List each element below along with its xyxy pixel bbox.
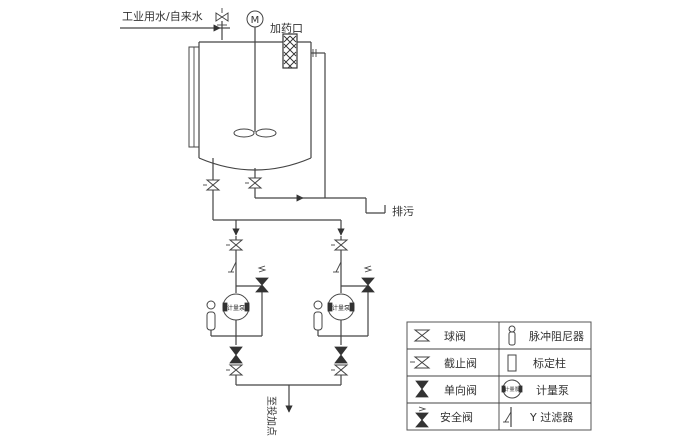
- pump-branch-1: 计量泵: [206, 220, 269, 385]
- legend-ball-valve-icon: [413, 329, 431, 342]
- legend: 球阀 脉冲阻尼器 截止阀 标定柱 单向阀 计量泵: [406, 321, 592, 431]
- branch2-pulse-damper-icon: [313, 300, 323, 331]
- inlet-ball-valve-icon: [215, 8, 229, 26]
- branch1-safety-valve-icon: [255, 265, 269, 293]
- legend-label-check-valve: 单向阀: [444, 383, 477, 397]
- to-dosing-point-label: 至投加点: [265, 396, 278, 436]
- legend-check-valve-icon: [415, 380, 429, 398]
- dosing-port-label: 加药口: [270, 22, 303, 35]
- branch1-metering-pump-icon: 计量泵: [222, 293, 250, 321]
- branch2-ball-valve-icon: [331, 239, 349, 251]
- branch2-safety-valve-icon: [361, 265, 375, 293]
- legend-metering-pump-icon: 计量泵: [501, 379, 523, 399]
- water-inlet-label: 工业用水/自来水: [122, 10, 203, 23]
- water-inlet-line: [120, 24, 230, 40]
- drain-line: [255, 194, 386, 214]
- legend-label-stop-valve: 截止阀: [444, 356, 477, 370]
- branch1-y-strainer-icon: [228, 256, 237, 278]
- legend-label-y-strainer: Y 过滤器: [529, 411, 573, 424]
- legend-pulse-damper-icon: [508, 325, 516, 346]
- drain-label: 排污: [392, 204, 414, 218]
- legend-stop-valve-icon: [410, 356, 431, 369]
- branch2-outlet-ball-valve-icon: [331, 364, 349, 376]
- agitator-impeller: [233, 128, 277, 138]
- svg-text:计量泵: 计量泵: [332, 304, 350, 312]
- overflow-line: [311, 49, 326, 198]
- motor: M: [246, 10, 264, 28]
- branch1-check-valve-icon: [229, 346, 243, 364]
- tank-outlet-ball-valve-icon: [203, 158, 221, 220]
- branch2-y-strainer-icon: [333, 256, 342, 278]
- pump-branch-2: 计量泵: [313, 220, 375, 385]
- svg-text:计量泵: 计量泵: [504, 386, 519, 393]
- legend-y-strainer-icon: [503, 407, 512, 427]
- motor-label: M: [251, 15, 260, 26]
- branch1-outlet-ball-valve-icon: [226, 364, 244, 376]
- dosing-port: [282, 33, 298, 69]
- legend-calibration-column-icon: [507, 354, 517, 372]
- legend-label-calibration-column: 标定柱: [533, 356, 566, 370]
- legend-safety-valve-icon: [415, 406, 429, 428]
- branch1-ball-valve-icon: [226, 239, 244, 251]
- dosing-tank: [188, 41, 312, 171]
- drain-ball-valve-icon: [245, 168, 263, 198]
- svg-text:计量泵: 计量泵: [227, 304, 245, 312]
- legend-label-metering-pump: 计量泵: [536, 384, 569, 397]
- discharge-header: [236, 384, 341, 413]
- branch2-check-valve-icon: [334, 346, 348, 364]
- legend-label-safety-valve: 安全阀: [440, 410, 473, 424]
- branch2-metering-pump-icon: 计量泵: [327, 293, 355, 321]
- legend-label-pulse-damper: 脉冲阻尼器: [529, 329, 584, 343]
- legend-label-ball-valve: 球阀: [444, 329, 466, 343]
- branch1-pulse-damper-icon: [206, 300, 216, 331]
